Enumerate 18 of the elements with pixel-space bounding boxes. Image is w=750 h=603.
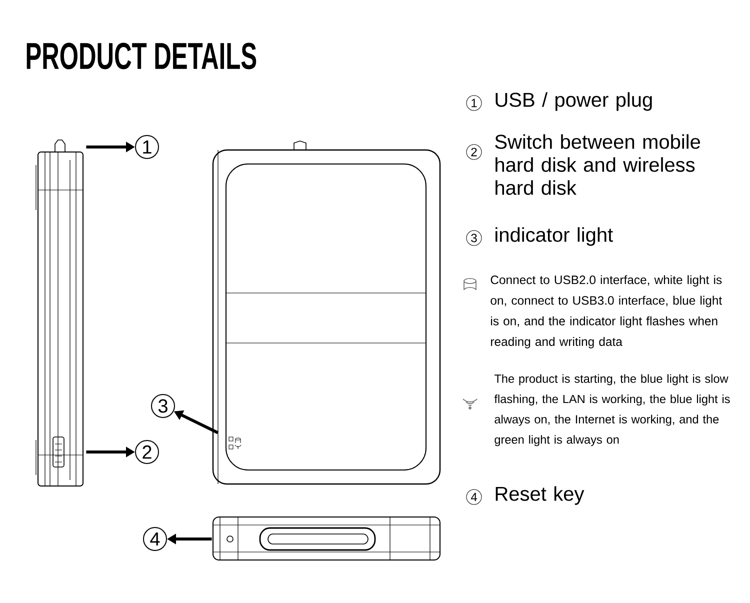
callout-number: 4 [466, 489, 482, 505]
description-text: Connect to USB2.0 interface, white light is on, connect to USB3.0 interface, blue light is on, and the indicator light flashes when reading and writing data [490, 275, 722, 348]
callout-number: 1 [466, 95, 482, 111]
title: PRODUCT DETAILS [26, 42, 256, 70]
hard-disk-bottom-drawing [212, 516, 440, 560]
callout-number: 3 [466, 230, 482, 246]
callout-number: 3 [151, 394, 175, 418]
hard-disk-front-drawing [212, 140, 441, 485]
hard-disk-side-drawing [36, 140, 84, 486]
callout-number: 2 [135, 440, 159, 464]
callout-number: 2 [466, 144, 482, 160]
callout-number: 1 [135, 135, 159, 159]
item-label: Reset key [496, 486, 584, 505]
item-label: Switch between mobile hard disk and wireless hard disk [495, 134, 700, 195]
description-text: The product is starting, the blue light is slow flashing, the LAN is working, the blue light is always on, the Internet is working, and the green light is always on [494, 374, 730, 446]
callout-number: 4 [143, 527, 167, 551]
item-label: indicator light [496, 227, 613, 246]
item-label: USB / power plug [496, 92, 652, 111]
